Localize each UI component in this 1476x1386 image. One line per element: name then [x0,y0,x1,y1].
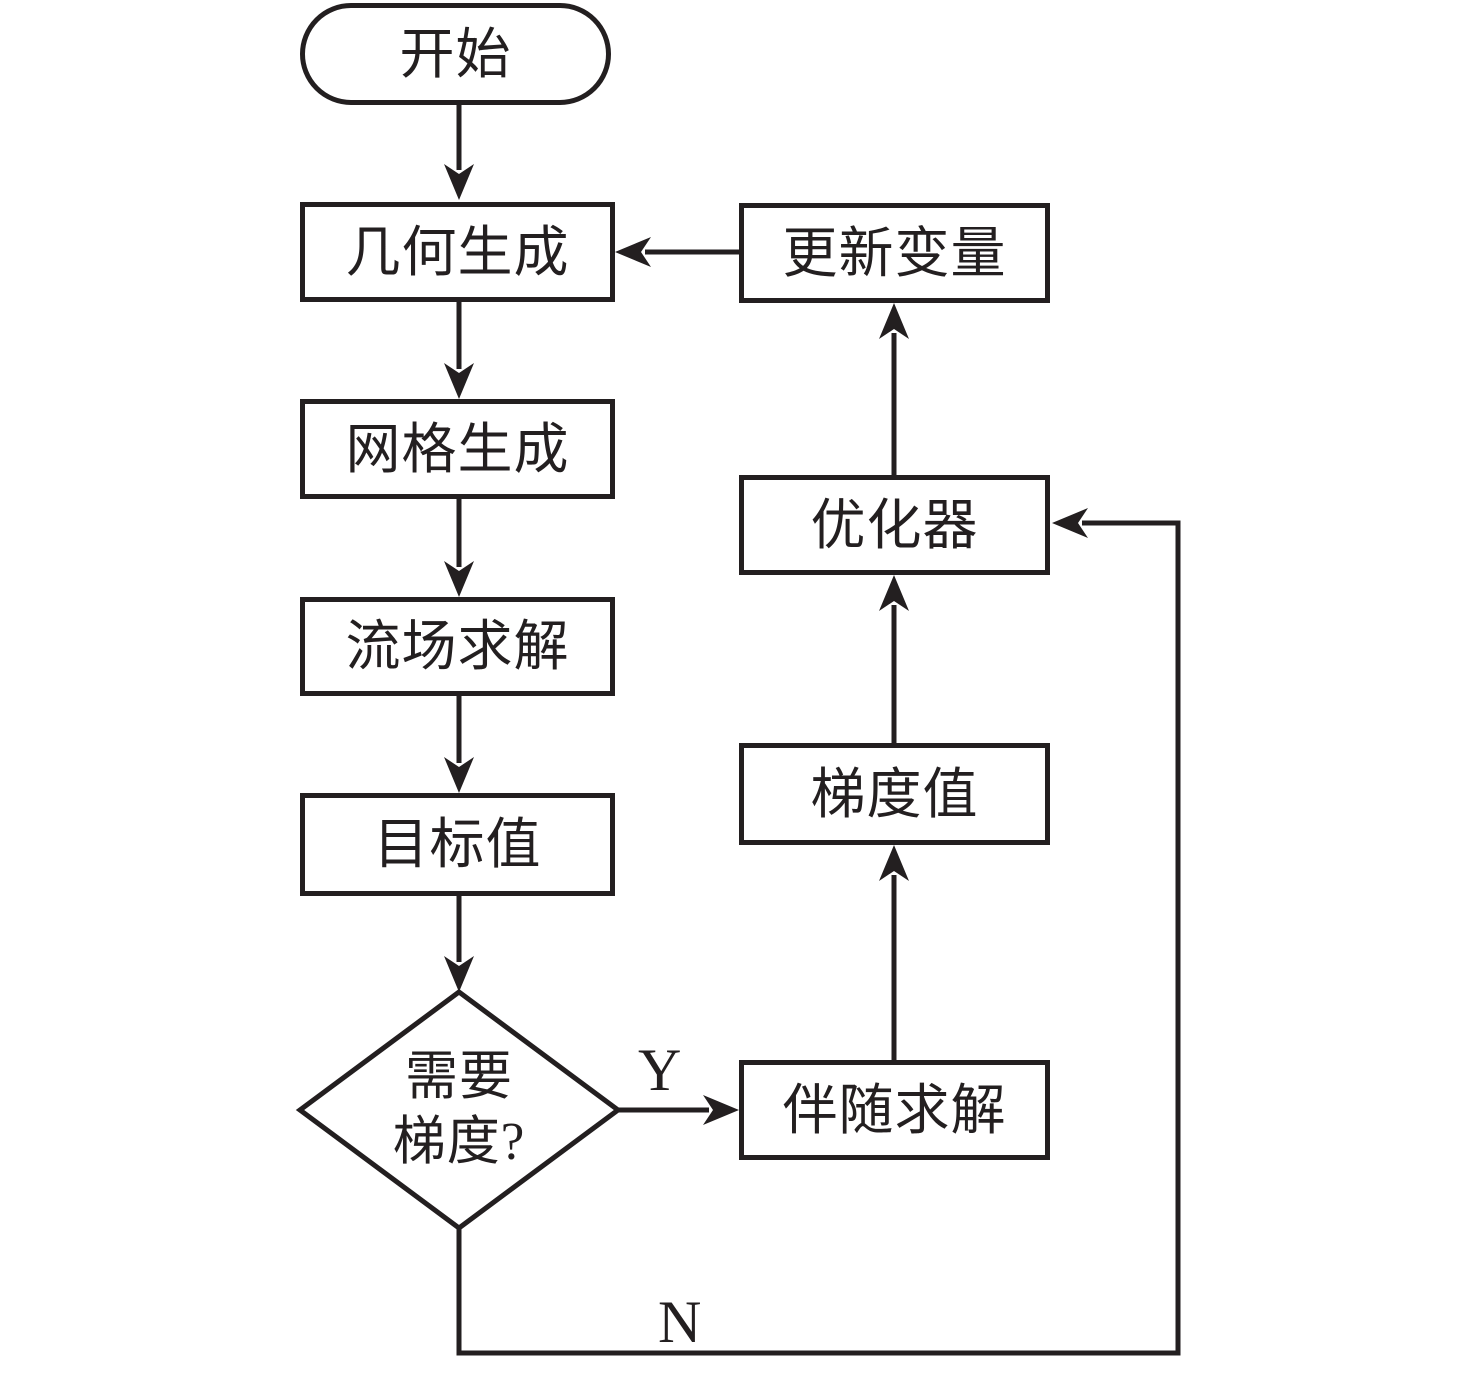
node-start-label: 开始 [399,23,512,85]
node-optimizer-label: 优化器 [810,494,979,556]
node-adjoint-solver-label: 伴随求解 [782,1079,1007,1141]
node-need-gradient-line2: 梯度? [392,1113,526,1171]
node-flow-solver-label: 流场求解 [345,616,570,677]
node-geometry-generation: 几何生成 [300,202,615,302]
edge-geometry-to-mesh [444,300,474,399]
node-flow-solver: 流场求解 [300,597,615,696]
node-adjoint-solver: 伴随求解 [739,1060,1050,1160]
edge-update-to-geometry [615,237,739,267]
node-update-variables: 更新变量 [739,203,1050,303]
node-optimizer: 优化器 [739,475,1050,575]
node-objective-value: 目标值 [300,793,615,896]
edge-start-to-geometry [444,103,474,200]
node-gradient-value-label: 梯度值 [810,763,979,825]
node-geometry-generation-label: 几何生成 [345,221,570,283]
node-start: 开始 [300,3,611,105]
edge-decision-yes-to-adjoint [618,1095,739,1125]
node-need-gradient-label: 需要 梯度? [329,1030,589,1190]
edge-decision-no-to-optimizer [456,508,1181,1356]
node-mesh-generation-label: 网格生成 [345,418,570,480]
node-objective-value-label: 目标值 [373,814,542,875]
node-need-gradient-line1: 需要 [405,1048,513,1107]
edge-label-no: N [658,1289,702,1355]
edge-label-yes: Y [638,1037,682,1103]
node-mesh-generation: 网格生成 [300,399,615,499]
edge-optimizer-to-update [879,303,909,475]
edge-objective-to-decision [444,895,474,992]
edge-adjoint-to-gradient [879,845,909,1060]
edge-gradient-to-optimizer [879,575,909,743]
node-gradient-value: 梯度值 [739,743,1050,845]
node-update-variables-label: 更新变量 [782,222,1007,284]
edge-mesh-to-flow [444,498,474,597]
edge-flow-to-objective [444,695,474,793]
